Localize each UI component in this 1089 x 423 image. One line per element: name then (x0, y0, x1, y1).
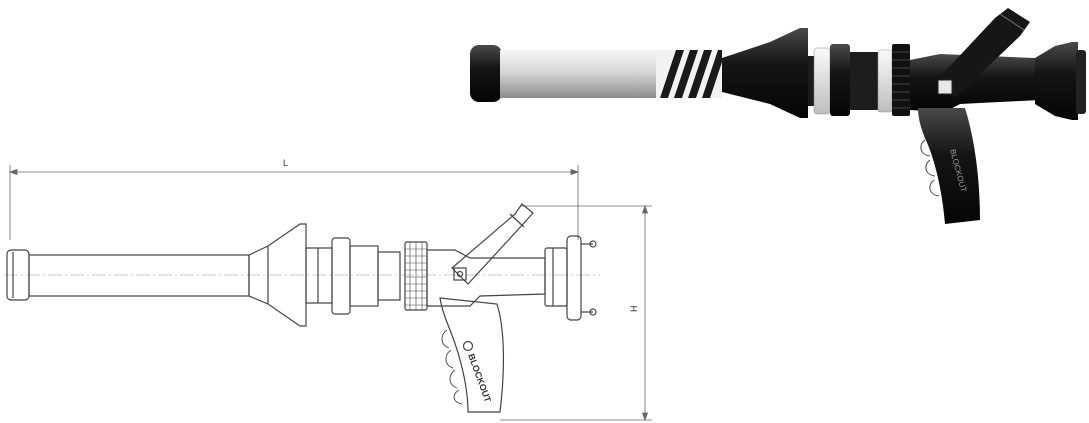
photo-knurled-ring (892, 44, 910, 116)
drawing-barrel (28, 254, 250, 297)
photo-barrel-stripes (656, 50, 722, 98)
length-dimension-label: L (283, 158, 288, 168)
photo-pistol-grip (918, 108, 980, 224)
length-dimension (8, 165, 580, 240)
drawing-coupling (566, 235, 582, 321)
photo-coupling (1035, 42, 1078, 120)
product-photo (470, 8, 1086, 224)
photo-collar (813, 47, 831, 115)
photo-cone (722, 28, 808, 118)
height-dimension (500, 204, 652, 422)
height-dimension-label: H (629, 306, 639, 313)
drawing-grip-brand-text: BLOCKOUT (466, 352, 493, 404)
photo-lever (935, 8, 1030, 98)
drawing-lever (451, 203, 534, 285)
technical-drawing: L H (4, 158, 652, 422)
photo-barrel (500, 50, 660, 98)
drawing-valve-body (426, 249, 546, 307)
photo-valve-body (910, 54, 1040, 112)
photo-front-cap (470, 45, 502, 102)
drawing-pistol-grip (439, 297, 505, 413)
drawing-collar (331, 237, 351, 315)
drawing-cone (248, 223, 307, 327)
